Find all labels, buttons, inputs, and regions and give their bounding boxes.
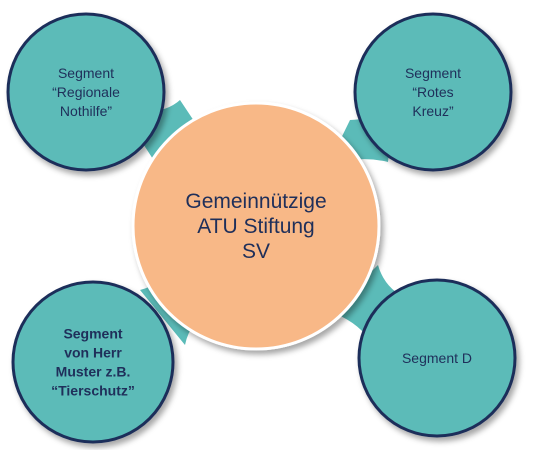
segment-label-bottom-right: Segment D <box>402 350 472 366</box>
center-circle <box>131 101 381 351</box>
segment-circle-bottom-left <box>11 280 175 444</box>
segment-node-bottom-right: Segment D <box>357 278 517 438</box>
connector-bottom-right <box>330 265 410 340</box>
text-line: von Herr <box>64 345 122 361</box>
text-line: Segment <box>405 65 461 81</box>
text-line: Muster z.B. <box>56 364 131 380</box>
text-line: “Regionale <box>52 84 120 100</box>
segment-circle-top-left <box>6 12 166 172</box>
text-line: “Rotes <box>412 84 453 100</box>
text-line: SV <box>242 240 270 263</box>
text-line: Segment <box>63 326 122 342</box>
text-line: “Tierschutz” <box>51 383 135 399</box>
segment-circle-top-right <box>353 12 513 172</box>
text-line: Nothilfe” <box>60 103 112 119</box>
text-line: Segment D <box>402 350 472 366</box>
text-line: Gemeinnützige <box>185 190 326 213</box>
text-line: Kreuz” <box>412 103 454 119</box>
text-line: ATU Stiftung <box>197 215 315 238</box>
text-line: Segment <box>58 65 114 81</box>
segment-circle-bottom-right <box>357 278 517 438</box>
